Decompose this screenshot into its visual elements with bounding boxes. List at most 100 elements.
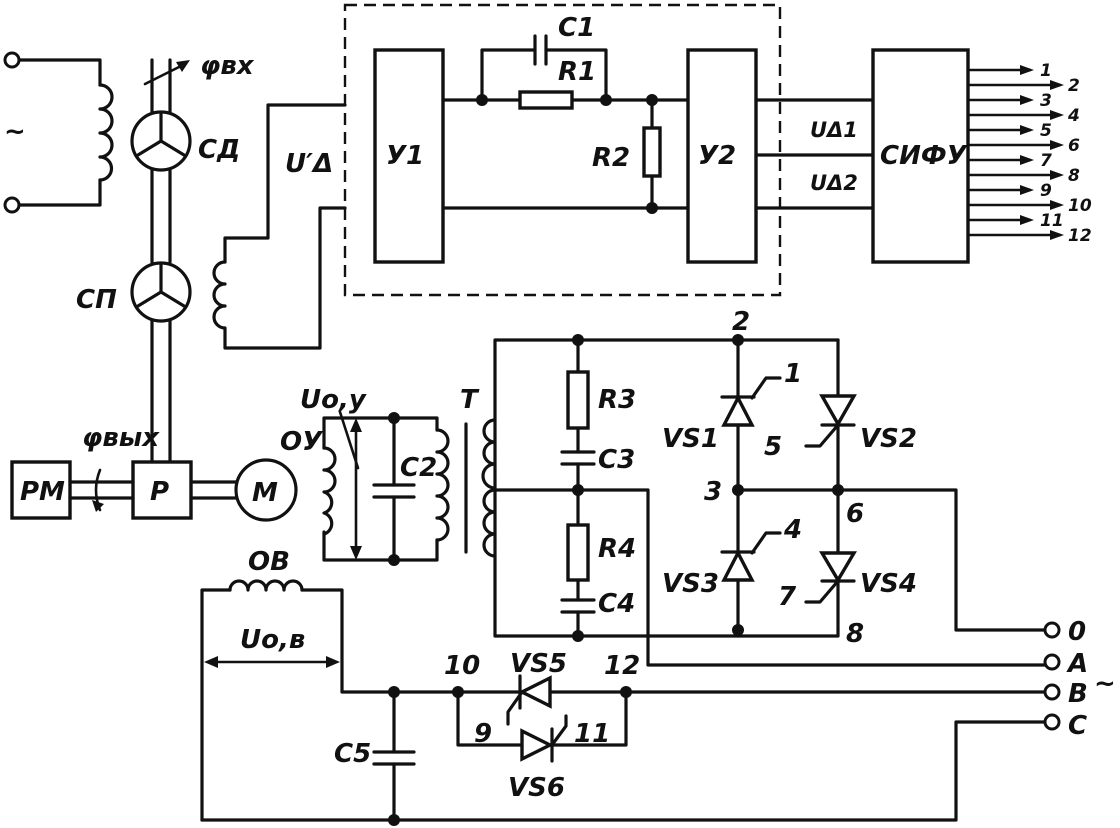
node-2-label: 2 — [732, 307, 750, 337]
r3-label: R3 — [598, 385, 636, 415]
resistor-r1 — [518, 90, 574, 110]
r4-label: R4 — [598, 534, 636, 564]
reducer-label: Р — [150, 477, 169, 507]
c4-label: C4 — [598, 589, 635, 619]
terminal-0 — [1043, 621, 1061, 639]
terminal-b — [1043, 683, 1061, 701]
capacitor-c4 — [560, 598, 596, 614]
ac-symbol-right: ~ — [1094, 669, 1116, 699]
vs4-label: VS4 — [860, 569, 917, 599]
thyristor-vs4 — [804, 551, 857, 604]
amplifier-u1 — [373, 48, 445, 264]
reducer-box — [131, 460, 193, 520]
input-terminal-top — [3, 51, 21, 69]
transformer-t — [322, 416, 497, 562]
node-9-label: 9 — [474, 719, 492, 749]
sifu-output-label-9: 9 — [1040, 181, 1052, 201]
control-winding-ou — [322, 410, 416, 566]
vs3-label: VS3 — [662, 569, 719, 599]
motor-label: М — [252, 478, 278, 508]
r2-label: R2 — [592, 143, 630, 173]
amplifier-enclosure — [343, 3, 782, 297]
u1-input-winding — [212, 103, 347, 350]
sifu-output-arrowhead-2 — [1050, 80, 1064, 90]
input-terminal-bottom — [3, 196, 21, 214]
sifu-output-label-1: 1 — [1040, 61, 1052, 81]
terminal-c — [1043, 713, 1061, 731]
antiparallel-thyristors — [452, 674, 1047, 763]
vs6-label: VS6 — [508, 773, 565, 803]
r1-label: R1 — [558, 57, 596, 87]
sifu-output-arrowhead-5 — [1020, 125, 1034, 135]
rm-label: РМ — [20, 477, 65, 507]
u-ov-label: Uо,в — [240, 625, 305, 655]
field-winding-ov — [200, 579, 1047, 826]
vs2-label: VS2 — [860, 424, 917, 454]
thyristor-vs1 — [720, 376, 782, 427]
resistor-r3 — [566, 370, 590, 430]
thyristor-vs5 — [506, 674, 552, 726]
sifu-output-arrowhead-7 — [1020, 155, 1034, 165]
node-4-label: 4 — [783, 515, 802, 545]
u2-label: У2 — [698, 141, 736, 171]
mechanical-chain: РМ Р М — [10, 458, 298, 522]
terminal-0-label: 0 — [1068, 617, 1086, 647]
terminal-b-label: B — [1068, 679, 1088, 709]
sifu-output-label-7: 7 — [1040, 151, 1052, 171]
sifu-output-label-10: 10 — [1068, 196, 1092, 216]
thyristor-vs3 — [720, 531, 782, 582]
terminal-c-label: C — [1068, 711, 1087, 741]
rm-box — [10, 460, 72, 520]
sifu-output-arrowhead-12 — [1050, 230, 1064, 240]
phi-in-label: φвх — [200, 51, 255, 81]
c3-label: C3 — [598, 445, 635, 475]
motor-circle — [234, 458, 298, 522]
sifu-output-arrowhead-11 — [1020, 215, 1034, 225]
terminal-a — [1043, 653, 1061, 671]
terminal-a-label: A — [1066, 649, 1088, 679]
node-6-label: 6 — [846, 499, 864, 529]
resistor-r2 — [642, 126, 662, 178]
vs5-label: VS5 — [510, 649, 567, 679]
vs1-label: VS1 — [662, 424, 719, 454]
node-7-label: 7 — [778, 582, 797, 612]
sifu-output-label-3: 3 — [1040, 91, 1052, 111]
u-delta-prime-label: U′Δ — [285, 149, 333, 179]
sifu-output-label-12: 12 — [1068, 226, 1092, 246]
c2-label: C2 — [400, 453, 437, 483]
sifu-output-arrowhead-1 — [1020, 65, 1034, 75]
u1-label: У1 — [386, 141, 424, 171]
t-label: Т — [460, 385, 480, 415]
sd-label: СД — [198, 135, 240, 165]
thyristor-vs6 — [520, 714, 568, 763]
sifu-output-label-8: 8 — [1068, 166, 1080, 186]
sifu-output-label-6: 6 — [1068, 136, 1080, 156]
u-delta1-label: UΔ1 — [810, 118, 858, 142]
u-oy-label: Uо,у — [300, 385, 367, 415]
network-terminals — [1043, 621, 1061, 731]
u-delta2-label: UΔ2 — [810, 171, 858, 195]
node-10-label: 10 — [444, 651, 480, 681]
c1-label: C1 — [558, 13, 595, 43]
capacitor-c2 — [372, 483, 416, 499]
node-8-label: 8 — [846, 619, 864, 649]
ac-input-winding: ~ — [3, 51, 114, 214]
node-1-label: 1 — [784, 359, 802, 389]
sifu-output-arrowhead-9 — [1020, 185, 1034, 195]
sifu-output-label-11: 11 — [1040, 211, 1064, 231]
pulse-phase-control-sifu — [871, 48, 970, 264]
ac-symbol-left: ~ — [4, 117, 26, 147]
sifu-label: СИФУ — [880, 141, 969, 171]
sp-label: СП — [76, 285, 117, 315]
thyristor-vs2 — [804, 394, 857, 448]
capacitor-c5 — [372, 750, 416, 766]
node-5-label: 5 — [764, 432, 782, 462]
sifu-output-arrowhead-3 — [1020, 95, 1034, 105]
selsyn-shaft — [143, 58, 190, 464]
sifu-output-arrowhead-10 — [1050, 200, 1064, 210]
c5-label: C5 — [334, 739, 371, 769]
sifu-output-label-5: 5 — [1040, 121, 1052, 141]
phi-out-label: φвых — [82, 423, 160, 453]
